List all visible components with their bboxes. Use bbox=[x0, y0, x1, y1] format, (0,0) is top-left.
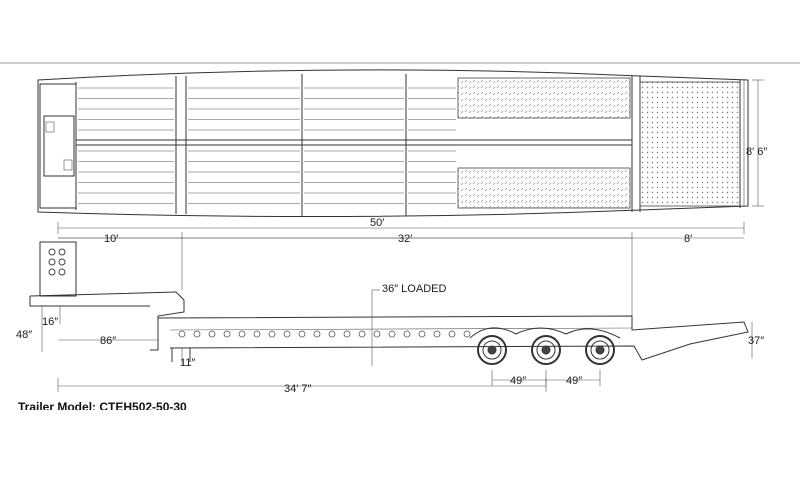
dim-kingpin-to-axle: 34′ 7″ bbox=[284, 383, 311, 395]
dim-total-length: 50′ bbox=[370, 217, 384, 229]
wheel bbox=[595, 345, 605, 355]
beam-hole bbox=[193, 330, 201, 338]
wheel bbox=[531, 335, 561, 365]
beam-hole bbox=[373, 330, 381, 338]
axle-group bbox=[469, 327, 621, 365]
beam-hole bbox=[283, 330, 291, 338]
wheel bbox=[541, 345, 551, 355]
beam-hole bbox=[433, 330, 441, 338]
wheel bbox=[585, 335, 615, 365]
dim-loaded-height: 36″ LOADED bbox=[382, 283, 446, 295]
dim-gooseneck-step: 16″ bbox=[42, 316, 58, 328]
dim-axle-spacing-2: 49″ bbox=[566, 375, 582, 387]
wheel bbox=[487, 345, 497, 355]
beam-hole bbox=[358, 330, 366, 338]
dim-gooseneck-height: 48″ bbox=[16, 329, 32, 341]
dim-kingpin-setback: 86″ bbox=[100, 335, 116, 347]
beam-hole bbox=[313, 330, 321, 338]
beam-hole bbox=[463, 330, 471, 338]
dim-axle-spacing-1: 49″ bbox=[510, 375, 526, 387]
side-dimensions: 36″ LOADED 48″ 16″ 86″ 11″ 49″ 49″ 37″ 3… bbox=[16, 283, 764, 395]
wheel bbox=[477, 335, 507, 365]
beam-hole bbox=[343, 330, 351, 338]
beam-hole bbox=[328, 330, 336, 338]
beam-hole bbox=[208, 330, 216, 338]
plan-view: 8′ 6″ bbox=[37, 69, 767, 218]
dim-gooseneck-length: 10′ bbox=[104, 233, 118, 245]
length-dimensions: 50′ 10′ 32′ 8′ bbox=[57, 217, 745, 316]
beam-hole bbox=[238, 330, 246, 338]
gooseneck-control-panel bbox=[48, 248, 66, 276]
wheel bbox=[536, 340, 556, 360]
dim-width: 8′ 6″ bbox=[746, 146, 767, 158]
dim-deck-height: 11″ bbox=[180, 357, 195, 369]
beam-hole bbox=[403, 330, 411, 338]
beam-hole bbox=[448, 330, 456, 338]
beam-hole bbox=[388, 330, 396, 338]
beam-hole bbox=[298, 330, 306, 338]
trailer-model-label: Trailer Model: CTEH502-50-30 bbox=[18, 400, 187, 410]
beam-hole bbox=[223, 330, 231, 338]
dim-main-deck-length: 32′ bbox=[398, 233, 412, 245]
side-view bbox=[29, 241, 749, 365]
dim-rear-deck-length: 8′ bbox=[684, 233, 692, 245]
beam-hole bbox=[178, 330, 186, 338]
wheel bbox=[590, 340, 610, 360]
beam-hole bbox=[253, 330, 261, 338]
beam-hole bbox=[268, 330, 276, 338]
beam-hole bbox=[418, 330, 426, 338]
wheel bbox=[482, 340, 502, 360]
dim-rear-height: 37″ bbox=[748, 335, 764, 347]
